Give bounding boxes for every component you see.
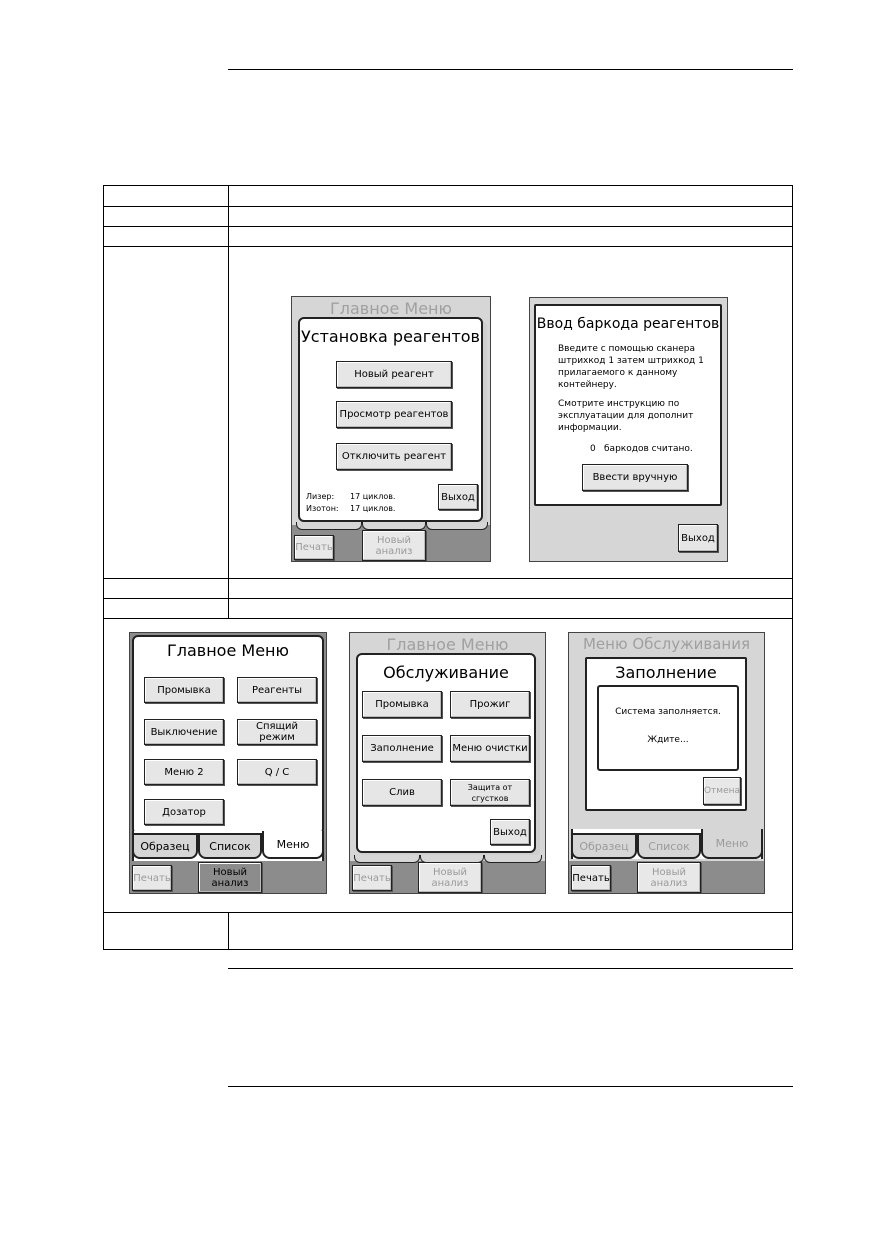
lyser-value: 17 циклов. [350, 492, 396, 501]
new-analysis-button[interactable]: Новый анализ [198, 862, 262, 893]
exit-button[interactable]: Выход [490, 819, 530, 845]
maintenance-panel: Обслуживание Промывка Прожиг Заполнение … [356, 653, 536, 853]
tab-menu[interactable]: Меню [262, 831, 324, 859]
drain-button[interactable]: Слив [362, 779, 442, 806]
barcode-panel: Ввод баркода реагентов Введите с помощью… [534, 304, 722, 506]
barcode-count-text: баркодов считано. [604, 444, 693, 454]
wash-button[interactable]: Промывка [362, 691, 442, 718]
screen-title: Главное Меню [330, 299, 452, 318]
new-analysis-button[interactable]: Новый анализ [362, 530, 426, 561]
print-button[interactable]: Печать [294, 535, 334, 560]
tab-left[interactable] [296, 522, 362, 530]
status-box: Система заполняется. Ждите... [597, 685, 739, 771]
wait-message: Ждите... [647, 735, 689, 745]
main-menu-panel: Главное Меню Промывка Реагенты Выключени… [132, 635, 324, 835]
shutdown-button[interactable]: Выключение [144, 719, 224, 745]
burn-button[interactable]: Прожиг [450, 691, 530, 718]
reagents-button[interactable]: Реагенты [237, 677, 317, 703]
exit-button[interactable]: Выход [438, 484, 478, 510]
wash-button[interactable]: Промывка [144, 677, 224, 703]
manual-entry-button[interactable]: Ввести вручную [582, 464, 688, 491]
instructions-text-1: Введите с помощью сканера штрихкод 1 зат… [558, 344, 704, 390]
screen-maintenance: Главное Меню Обслуживание Промывка Прожи… [349, 632, 546, 894]
new-reagent-button[interactable]: Новый реагент [336, 361, 452, 388]
print-button[interactable]: Печать [571, 865, 611, 891]
screen-filling: Меню Обслуживания Заполнение Система зап… [568, 632, 765, 894]
panel-heading: Главное Меню [167, 641, 289, 660]
view-reagents-button[interactable]: Просмотр реагентов [336, 401, 452, 428]
screen-title: Меню Обслуживания [582, 635, 750, 653]
tab-middle[interactable] [362, 522, 426, 530]
top-rule [228, 69, 793, 70]
panel-heading: Ввод баркода реагентов [536, 316, 720, 332]
instructions-text-2: Смотрите инструкцию по эксплуатации для … [558, 399, 694, 433]
barcode-count: 0 [590, 444, 596, 454]
reagent-setup-panel: Установка реагентов Новый реагент Просмо… [298, 317, 483, 522]
status-message: Система заполняется. [615, 707, 721, 717]
panel-heading: Обслуживание [383, 663, 509, 682]
print-button[interactable]: Печать [352, 865, 392, 891]
tab-right[interactable] [484, 855, 542, 863]
qc-button[interactable]: Q / C [237, 759, 317, 785]
new-analysis-button[interactable]: Новый анализ [418, 862, 482, 893]
tab-menu[interactable]: Меню [701, 829, 763, 859]
tab-sample[interactable]: Образец [571, 833, 637, 859]
tab-list[interactable]: Список [637, 833, 701, 859]
bottom-rule-1 [228, 968, 793, 969]
tab-sample[interactable]: Образец [132, 833, 198, 859]
lyser-label: Лизер: [306, 492, 335, 501]
screen-reagent-setup: Главное Меню Установка реагентов Новый р… [291, 296, 491, 562]
tab-left[interactable] [354, 855, 420, 863]
cleaning-menu-button[interactable]: Меню очистки [450, 735, 530, 762]
screen-main-menu: Главное Меню Промывка Реагенты Выключени… [129, 632, 327, 894]
screen-barcode-entry: Ввод баркода реагентов Введите с помощью… [529, 297, 728, 562]
panel-heading: Установка реагентов [301, 327, 480, 346]
print-button[interactable]: Печать [132, 865, 172, 891]
tab-right[interactable] [426, 522, 488, 530]
isoton-value: 17 циклов. [350, 504, 396, 513]
bottom-rule-2 [228, 1086, 793, 1087]
fill-button[interactable]: Заполнение [362, 735, 442, 762]
isoton-label: Изотон: [306, 504, 339, 513]
new-analysis-button[interactable]: Новый анализ [637, 862, 701, 893]
tab-list[interactable]: Список [198, 833, 262, 859]
exit-button[interactable]: Выход [678, 524, 718, 552]
menu-2-button[interactable]: Меню 2 [144, 759, 224, 785]
clot-protection-button[interactable]: Защита от сгустков [450, 779, 530, 806]
cancel-button[interactable]: Отмена [703, 777, 741, 805]
dispenser-button[interactable]: Дозатор [144, 799, 224, 825]
filling-panel: Заполнение Система заполняется. Ждите...… [585, 657, 747, 811]
screen-title: Главное Меню [386, 635, 509, 654]
sleep-mode-button[interactable]: Спящий режим [237, 719, 317, 745]
panel-heading: Заполнение [615, 663, 717, 682]
disable-reagent-button[interactable]: Отключить реагент [336, 443, 452, 470]
